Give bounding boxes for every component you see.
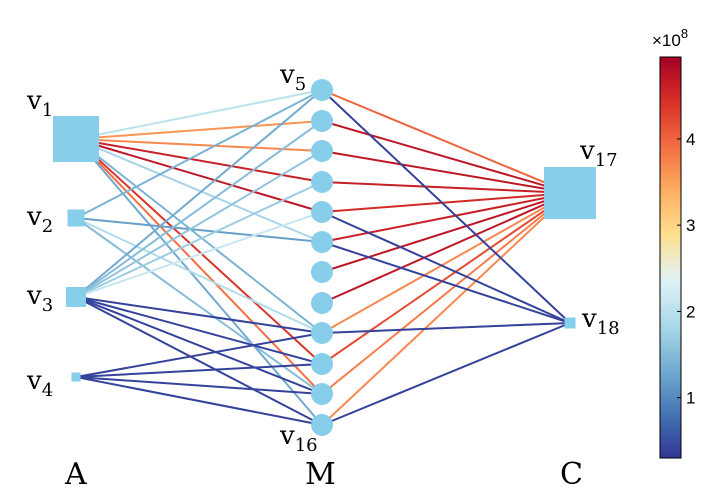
node-m1 xyxy=(311,79,333,101)
edge-v2-m1 xyxy=(75,89,323,219)
node-m9 xyxy=(311,322,333,344)
node-m12 xyxy=(311,414,333,436)
edge-v4-m11 xyxy=(75,376,323,395)
label-v16: v16 xyxy=(279,421,318,456)
edge-v3-m12 xyxy=(75,296,323,426)
colorbar-ticks: 1 2 3 4 xyxy=(677,130,695,408)
edge-v1-m3 xyxy=(75,138,323,152)
colorbar-tick-label: 1 xyxy=(686,389,695,408)
edge-m1-v18 xyxy=(321,89,571,324)
edge-v1-m1 xyxy=(75,89,323,140)
edge-m11-v17 xyxy=(321,192,571,395)
node-v4 xyxy=(71,372,81,382)
edge-v1-m2 xyxy=(75,120,323,140)
edge-v2-m9 xyxy=(75,217,323,334)
node-m6 xyxy=(311,231,333,253)
edge-m5-v17 xyxy=(321,192,571,213)
edge-v1-m5 xyxy=(75,138,323,213)
edge-v1-m11 xyxy=(75,138,323,395)
edge-v3-m2 xyxy=(75,120,323,298)
edge-m3-v17 xyxy=(321,150,571,194)
edge-m6-v17 xyxy=(321,192,571,243)
edge-v1-m12 xyxy=(75,138,323,426)
group-label-a: A xyxy=(64,457,87,492)
edge-v3-m4 xyxy=(75,181,323,298)
label-v18: v18 xyxy=(581,304,620,339)
edge-m4-v17 xyxy=(321,181,571,194)
node-v17 xyxy=(544,167,596,219)
node-m11 xyxy=(311,383,333,405)
label-v4: v4 xyxy=(26,366,53,401)
node-m8 xyxy=(311,292,333,314)
node-m7 xyxy=(311,261,333,283)
edge-v3-m10 xyxy=(75,296,323,365)
edge-v3-m9 xyxy=(75,296,323,334)
colorbar-tick-label: 2 xyxy=(686,302,695,321)
colorbar-tick-label: 3 xyxy=(686,216,695,235)
edge-m12-v18 xyxy=(321,322,571,426)
edge-m10-v17 xyxy=(321,192,571,365)
node-m3 xyxy=(311,140,333,162)
colorbar-multiplier: ×108 xyxy=(652,26,688,50)
label-v3: v3 xyxy=(26,281,53,316)
node-v3 xyxy=(66,287,86,307)
node-m4 xyxy=(311,171,333,193)
edge-v1-m9 xyxy=(75,138,323,334)
edge-m12-v17 xyxy=(321,192,571,426)
edge-v2-m6 xyxy=(75,217,323,243)
edge-m7-v17 xyxy=(321,192,571,273)
edge-m9-v18 xyxy=(321,322,571,334)
node-layer xyxy=(53,79,596,436)
node-v18 xyxy=(564,317,576,329)
label-v1: v1 xyxy=(26,86,53,121)
edge-v3-m3 xyxy=(75,150,323,298)
edge-v3-m11 xyxy=(75,296,323,395)
label-v5: v5 xyxy=(279,60,306,95)
edge-m6-v18 xyxy=(321,241,571,324)
node-m5 xyxy=(311,201,333,223)
node-v2 xyxy=(67,209,85,227)
colorbar xyxy=(659,56,682,459)
label-v17: v17 xyxy=(579,136,618,171)
colorbar-tick-label: 4 xyxy=(686,130,695,149)
edge-m1-v17 xyxy=(321,89,571,194)
group-label-m: M xyxy=(305,457,336,492)
edge-m2-v17 xyxy=(321,120,571,194)
group-label-c: C xyxy=(560,457,583,492)
edge-m8-v17 xyxy=(321,192,571,304)
edge-v4-m9 xyxy=(75,332,323,378)
edge-m5-v18 xyxy=(321,211,571,324)
edge-v4-m12 xyxy=(75,376,323,426)
edge-v2-m11 xyxy=(75,217,323,395)
edge-v3-m5 xyxy=(75,211,323,298)
node-m10 xyxy=(311,353,333,375)
edge-layer xyxy=(75,89,571,426)
edge-v3-m1 xyxy=(75,89,323,298)
edge-v4-m10 xyxy=(75,363,323,378)
node-m2 xyxy=(311,110,333,132)
label-v2: v2 xyxy=(26,202,53,237)
node-v1 xyxy=(53,116,99,162)
edge-v1-m6 xyxy=(75,138,323,243)
edge-m9-v17 xyxy=(321,192,571,334)
